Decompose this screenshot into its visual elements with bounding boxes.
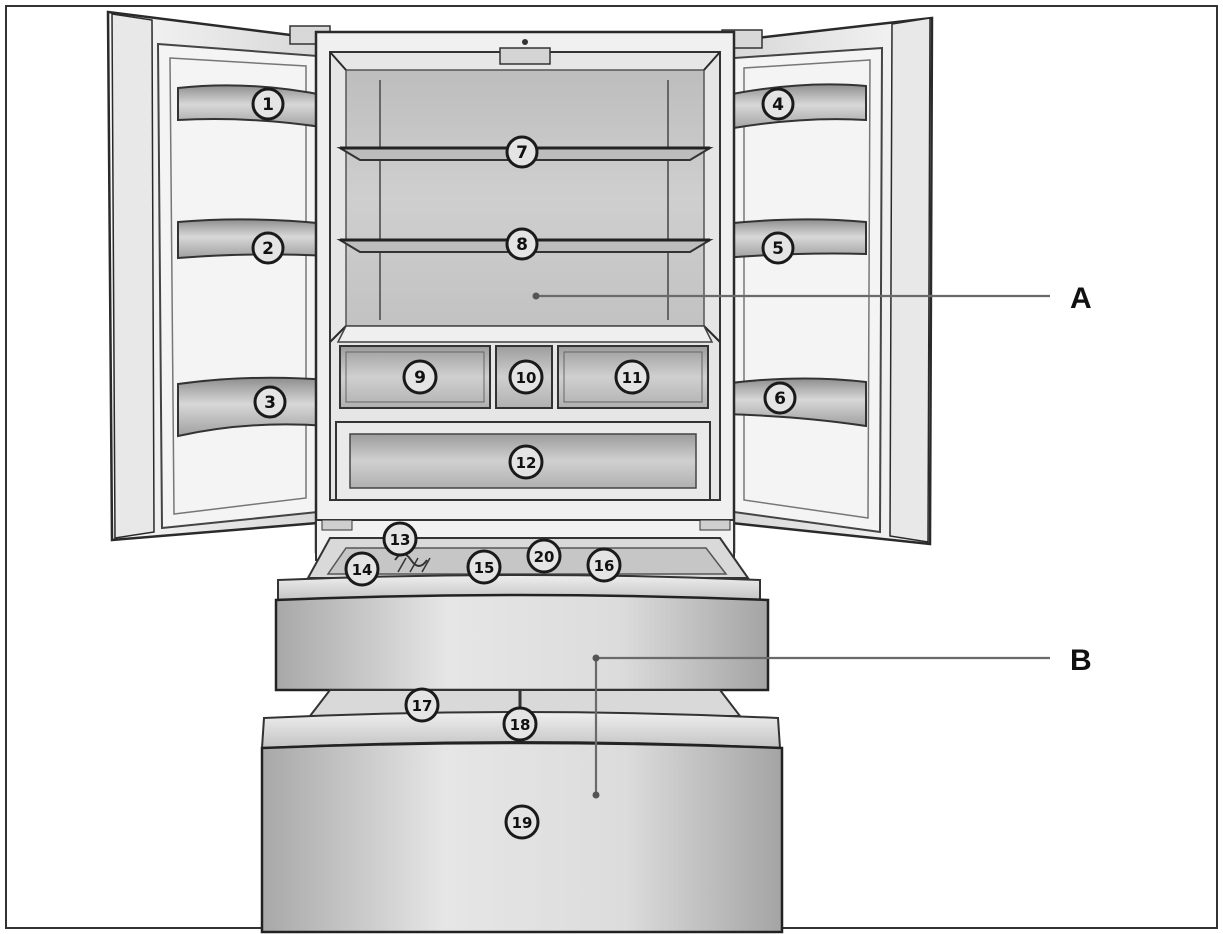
callout-11-label: 11 [622,369,643,387]
callout-2-label: 2 [262,239,274,259]
callout-13: 13 [382,521,418,557]
callout-8-label: 8 [516,235,528,255]
callout-8: 8 [505,227,539,261]
callout-6: 6 [763,381,797,415]
callout-14: 14 [344,551,380,587]
callout-12: 12 [508,444,544,480]
callout-4: 4 [761,87,795,121]
callout-18: 18 [502,706,538,742]
callout-9: 9 [402,359,438,395]
callout-20-label: 20 [534,548,555,566]
callout-15: 15 [466,549,502,585]
callout-20: 20 [526,538,562,574]
door-bin-5 [721,218,867,260]
callout-4-label: 4 [772,95,784,115]
callout-15-label: 15 [474,559,495,577]
callout-2: 2 [251,231,285,265]
callout-9-label: 9 [414,368,426,388]
callout-10: 10 [508,359,544,395]
callout-5-label: 5 [772,239,784,259]
callout-16: 16 [586,547,622,583]
callout-3-label: 3 [264,393,276,413]
callout-3: 3 [253,385,287,419]
callout-5: 5 [761,231,795,265]
leader-dot-a [532,292,540,300]
callout-1-label: 1 [262,95,274,115]
callout-13-label: 13 [390,531,411,549]
leader-lines [532,292,1050,799]
callout-10-label: 10 [516,369,537,387]
callout-7: 7 [505,135,539,169]
callout-16-label: 16 [594,557,615,575]
freezer-upper-drawer [274,574,770,692]
callout-1: 1 [251,87,285,121]
callout-19-label: 19 [512,814,533,832]
section-label-a: A [1070,282,1092,315]
callout-11: 11 [614,359,650,395]
callout-17: 17 [404,687,440,723]
leader-dot-b-upper [592,654,600,662]
callout-18-label: 18 [510,716,531,734]
callout-17-label: 17 [412,697,433,715]
callout-14-label: 14 [352,561,373,579]
callout-6-label: 6 [774,389,786,409]
callout-19: 19 [504,804,540,840]
callout-12-label: 12 [516,454,537,472]
leader-dot-b-lower [592,791,600,799]
section-label-b: B [1070,644,1092,677]
callout-7-label: 7 [516,143,528,163]
drawer-9 [339,345,491,409]
